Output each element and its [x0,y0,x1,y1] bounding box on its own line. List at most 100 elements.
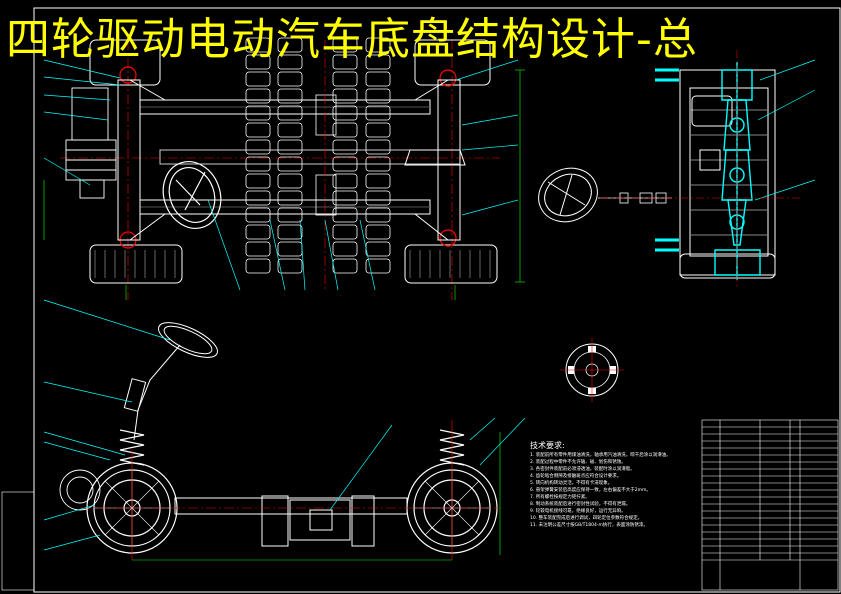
note-line: 7. 所有螺栓按规定力矩拧紧。 [530,495,590,500]
side-view-centerlines [80,420,500,560]
side-view [43,299,526,561]
note-line: 10. 整车装配完成后进行调试，四轮定位参数符合规定。 [530,516,643,521]
top-view [43,37,525,300]
battery-controller [315,94,337,136]
battery-cell [245,258,271,274]
battery-cell [245,37,271,53]
note-line: 2. 装配过程中零件不允许磕、碰、划伤和锈蚀。 [530,460,626,465]
battery-cell [277,156,303,172]
right-view-leaders [754,59,816,201]
note-line: 1. 装配前所有零件用煤油清洗，轴承用汽油清洗，晾干后涂以润滑油。 [530,453,671,458]
battery-cell [277,190,303,206]
battery-cell [277,241,303,257]
detail-view [560,338,624,402]
battery-cell [332,258,358,274]
note-line: 5. 转向机构转动灵活，不得有卡滞现象。 [530,481,613,486]
battery-cell [332,37,358,53]
battery-cell [332,139,358,155]
side-view-leaders [43,299,526,551]
note-line: 4. 齿轮啮合侧隙及接触斑点应符合设计要求。 [530,474,622,479]
battery-cell [365,71,391,87]
battery-cell [365,173,391,189]
battery-cell [245,139,271,155]
battery-cell [365,156,391,172]
suspension-springs [119,429,465,466]
note-line: 8. 制动系统装配后进行密封性试验，不得有泄漏。 [530,502,631,507]
right-view-centerlines [600,50,800,290]
cyan-drive-shaft [655,62,761,280]
battery-cell [332,190,358,206]
battery-cell [245,173,271,189]
battery-cell [332,241,358,257]
battery-cell [277,224,303,240]
battery-cell [365,224,391,240]
side-steering [123,322,218,441]
battery-cell [365,258,391,274]
knuckles [117,79,466,241]
battery-cell [245,241,271,257]
battery-cell [277,37,303,53]
battery-cell [332,88,358,104]
battery-cell [365,190,391,206]
battery-cell [245,156,271,172]
hub-markers [119,66,457,249]
note-line: 6. 悬架弹簧安装后高度应保持一致，左右偏差不大于2mm。 [530,488,651,493]
battery-cell [245,88,271,104]
battery-cell [277,71,303,87]
battery-cell [245,54,271,70]
left-motor-assembly [65,87,117,199]
note-line: 11. 未注明公差尺寸按GB/T1804-m执行，表面涂防锈漆。 [530,523,648,528]
top-view-wheels [89,39,498,284]
drawing-frame [1,7,841,593]
technical-requirements: 技术要求: 1. 装配前所有零件用煤油清洗，轴承用汽油清洗，晾干后涂以润滑油。 … [530,440,700,529]
battery-cell [245,224,271,240]
battery-cell [332,122,358,138]
battery-cell [277,54,303,70]
battery-cell [277,105,303,121]
battery-cell [277,207,303,223]
battery-cell [332,105,358,121]
notes-heading: 技术要求: [530,441,565,450]
detail-centerlines [560,338,624,402]
battery-cell [332,207,358,223]
battery-cell [245,122,271,138]
battery-packs [245,37,391,274]
battery-cell [245,71,271,87]
note-line: 9. 轮毂电机接线可靠，绝缘良好，运行无异响。 [530,509,626,514]
battery-cell [245,207,271,223]
battery-cell [365,207,391,223]
note-line: 3. 各密封件装配前必须浸透油，装配时涂以润滑脂。 [530,467,635,472]
side-axle [174,495,408,547]
battery-cell [277,88,303,104]
title-block [701,419,839,591]
battery-cell [277,139,303,155]
battery-cell [332,224,358,240]
battery-cell [365,139,391,155]
battery-controller [315,174,337,216]
right-view [538,50,816,290]
top-view-centerlines [60,40,500,300]
side-view-dimensions [132,432,501,561]
battery-cell [365,241,391,257]
battery-cell [332,71,358,87]
battery-cell [277,258,303,274]
battery-cell [365,54,391,70]
battery-cell [245,105,271,121]
battery-cell [365,37,391,53]
top-view-dimensions [43,69,525,300]
battery-cell [277,173,303,189]
battery-cell [332,156,358,172]
top-steering-wheel [162,161,222,229]
battery-cell [245,190,271,206]
battery-cell [365,122,391,138]
right-steering-wheel [538,167,598,223]
battery-cell [365,105,391,121]
battery-cell [332,54,358,70]
battery-cell [277,122,303,138]
drawing-title: 四轮驱动电动汽车底盘结构设计-总 [6,14,698,65]
battery-cell [365,88,391,104]
battery-cell [332,173,358,189]
top-view-leaders [43,59,519,291]
